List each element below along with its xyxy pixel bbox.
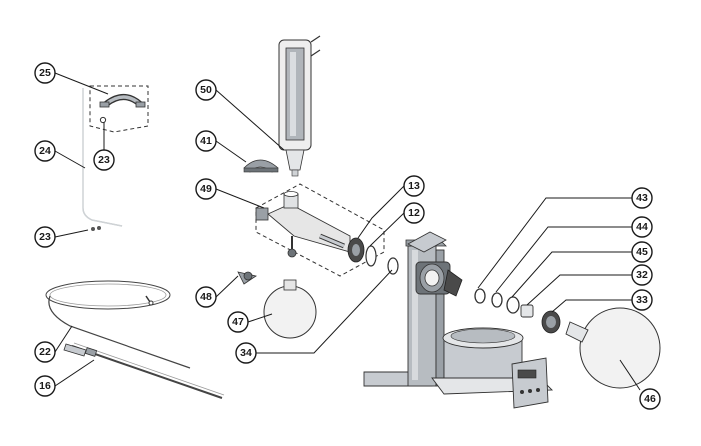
clip-part xyxy=(243,159,279,173)
callout-16-label: 16 xyxy=(39,380,51,392)
callout-13: 13 xyxy=(403,175,425,197)
callout-47-label: 47 xyxy=(232,316,244,328)
callout-50-label: 50 xyxy=(200,84,212,96)
callout-44: 44 xyxy=(631,216,653,238)
callout-23-upper: 23 xyxy=(93,149,115,171)
flask-clamp-part xyxy=(237,271,258,285)
callout-32: 32 xyxy=(631,264,653,286)
rotary-evaporator-body xyxy=(363,231,554,409)
valve-tube-part xyxy=(63,342,225,399)
small-flask-part xyxy=(263,279,317,339)
callout-23-upper-label: 23 xyxy=(98,154,110,166)
callout-33-label: 33 xyxy=(636,294,648,306)
clamp-part xyxy=(89,85,149,133)
callout-46-label: 46 xyxy=(644,393,656,405)
support-rod-part xyxy=(82,88,123,227)
ring-part xyxy=(387,257,399,275)
callout-24-label: 24 xyxy=(39,145,51,157)
callout-23-lower: 23 xyxy=(34,226,56,248)
callout-43-label: 43 xyxy=(636,192,648,204)
callout-45: 45 xyxy=(631,241,653,263)
callout-43: 43 xyxy=(631,187,653,209)
callout-22: 22 xyxy=(34,341,56,363)
callout-50: 50 xyxy=(195,79,217,101)
callout-13-label: 13 xyxy=(408,180,420,192)
tubing-part xyxy=(45,280,191,369)
callout-16: 16 xyxy=(34,375,56,397)
callout-41-label: 41 xyxy=(200,135,212,147)
callout-32-label: 32 xyxy=(636,269,648,281)
callout-45-label: 45 xyxy=(636,246,648,258)
large-flask-part xyxy=(565,307,661,389)
callout-34-label: 34 xyxy=(240,347,252,359)
vapor-duct-part xyxy=(255,183,385,277)
callout-34: 34 xyxy=(235,342,257,364)
callout-22-label: 22 xyxy=(39,346,51,358)
callout-12-label: 12 xyxy=(408,207,420,219)
callout-48-label: 48 xyxy=(200,291,212,303)
right-rings-parts xyxy=(474,288,561,334)
screw-part xyxy=(91,226,101,231)
callout-12: 12 xyxy=(403,202,425,224)
condenser-part xyxy=(278,35,321,177)
callout-44-label: 44 xyxy=(636,221,648,233)
callout-48: 48 xyxy=(195,286,217,308)
callout-24: 24 xyxy=(34,140,56,162)
callout-46: 46 xyxy=(639,388,661,410)
nut-seal-part xyxy=(347,237,377,267)
leader-lines xyxy=(54,72,641,391)
callout-47: 47 xyxy=(227,311,249,333)
callout-25: 25 xyxy=(34,62,56,84)
callout-41: 41 xyxy=(195,130,217,152)
callout-49: 49 xyxy=(195,178,217,200)
callout-23-lower-label: 23 xyxy=(39,231,51,243)
callout-49-label: 49 xyxy=(200,183,212,195)
callout-33: 33 xyxy=(631,289,653,311)
callout-25-label: 25 xyxy=(39,67,51,79)
